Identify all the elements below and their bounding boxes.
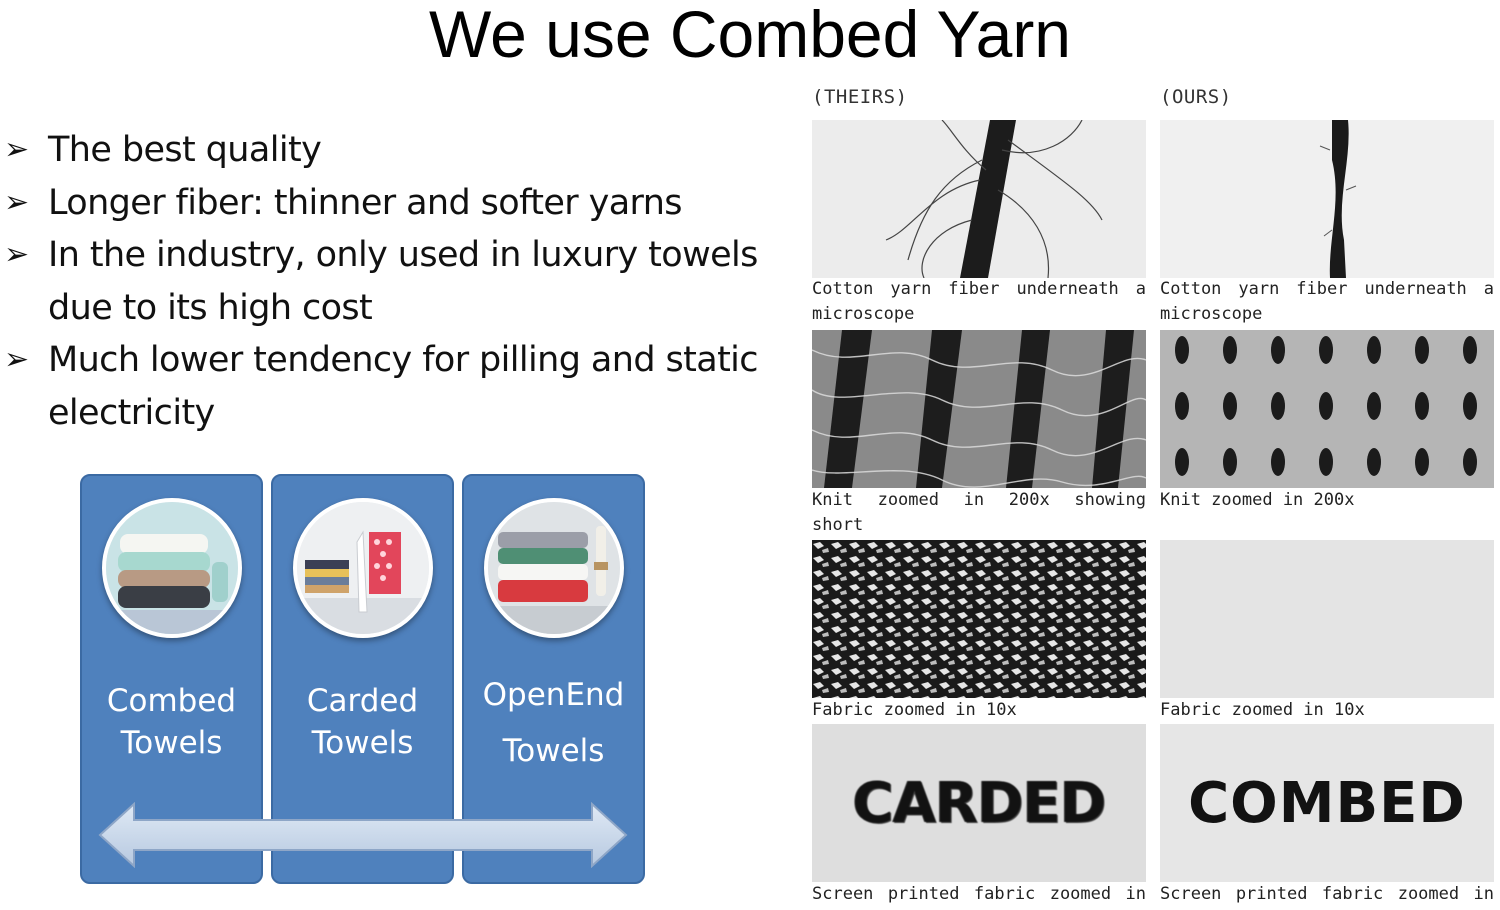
theirs-knit-caption-line1: Knit zoomed in 200x showing short: [812, 490, 1146, 535]
folded-towels-photo-icon: [102, 498, 242, 638]
ours-yarn-fiber-caption-line1: Cotton yarn fiber underneath a: [1160, 279, 1494, 299]
ours-knit-image: [1160, 330, 1494, 488]
double-headed-arrow-icon: [98, 802, 628, 868]
combed-towels-label-line2: Towels: [120, 725, 223, 761]
arrowhead-bullet-icon: ➢: [4, 184, 29, 220]
carded-stamp: CARDED: [852, 770, 1107, 836]
feature-text: The best quality: [48, 130, 322, 170]
theirs-yarn-fiber-caption-line2: microscope: [812, 304, 915, 324]
ours-yarn-fiber-caption-line2: microscope: [1160, 304, 1263, 324]
ours-fabric-caption: Fabric zoomed in 10x: [1160, 700, 1365, 720]
theirs-yarn-fiber-caption-line1: Cotton yarn fiber underneath a: [812, 279, 1146, 299]
openend-towels-label-line2: Towels: [502, 733, 605, 769]
ours-yarn-fiber-caption: Cotton yarn fiber underneath a microscop…: [1160, 277, 1494, 327]
ours-knit-caption: Knit zoomed in 200x: [1160, 490, 1355, 510]
feature-item: ➢ The best quality: [4, 124, 764, 177]
theirs-yarn-fiber-caption: Cotton yarn fiber underneath a microscop…: [812, 277, 1146, 327]
feature-text: Much lower tendency for pilling and stat…: [48, 340, 759, 433]
arrowhead-bullet-icon: ➢: [4, 237, 29, 272]
feature-text: Longer fiber: thinner and softer yarns: [48, 182, 683, 223]
arrowhead-bullet-icon: ➢: [4, 132, 29, 167]
carded-towels-label-line2: Towels: [311, 725, 414, 761]
openend-towels-column: OpenEnd Towels: [462, 474, 645, 884]
feature-item: ➢ Longer fiber: thinner and softer yarns: [4, 177, 764, 230]
arrowhead-bullet-icon: ➢: [4, 342, 29, 377]
theirs-knit-image: [812, 330, 1146, 488]
feature-text: In the industry, only used in luxury tow…: [48, 235, 758, 328]
theirs-yarn-fiber-image: [812, 120, 1146, 278]
openend-towels-label-line1: OpenEnd: [482, 677, 625, 713]
carded-towels-label-line1: Carded: [306, 683, 419, 719]
theirs-fabric-caption: Fabric zoomed in 10x: [812, 700, 1017, 720]
feature-item: ➢ Much lower tendency for pilling and sta…: [4, 334, 764, 439]
combed-towels-column: Combed Towels: [80, 474, 263, 884]
theirs-screen-print-caption: Screen printed fabric zoomed in 20x: [812, 884, 1146, 910]
ours-fabric-image: [1160, 540, 1494, 698]
carded-towels-column: Carded Towels: [271, 474, 454, 884]
combed-towels-label-line1: Combed: [106, 683, 237, 719]
combed-stamp: COMBED: [1188, 770, 1466, 836]
ours-screen-print-caption: Screen printed fabric zoomed in 20x: [1160, 884, 1494, 910]
theirs-screen-print-image: CARDED: [812, 724, 1146, 882]
theirs-column-header: (THEIRS): [812, 86, 908, 108]
hanging-towels-photo-icon: [293, 498, 433, 638]
feature-item: ➢ In the industry, only used in luxury to…: [4, 229, 764, 334]
ours-yarn-fiber-image: [1160, 120, 1494, 278]
stacked-towels-photo-icon: [484, 498, 624, 638]
towel-type-diagram: Combed Towels Carded Towels: [80, 474, 646, 886]
page-title: We use Combed Yarn: [428, 0, 1072, 71]
theirs-fabric-image: [812, 540, 1146, 698]
feature-list: ➢ The best quality ➢ Longer fiber: thinner…: [4, 124, 764, 439]
ours-screen-print-image: COMBED: [1160, 724, 1494, 882]
ours-column-header: (OURS): [1160, 86, 1232, 108]
